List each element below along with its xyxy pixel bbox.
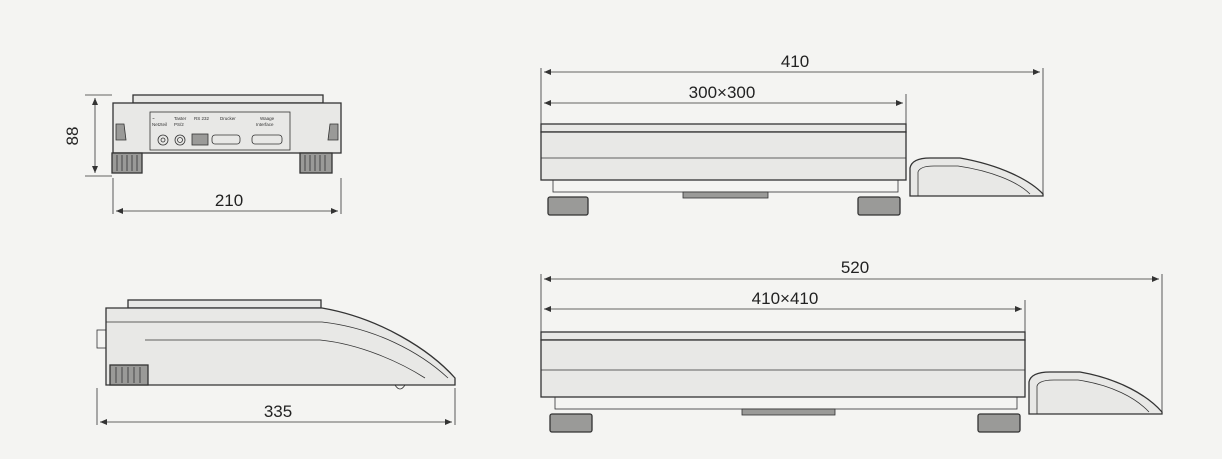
adjustable-foot-left — [547, 196, 589, 216]
scale-body — [540, 131, 907, 181]
weighing-pan — [540, 331, 1026, 341]
panel-label: RS 232 — [194, 116, 210, 121]
dimension-label-pan: 300×300 — [689, 83, 756, 102]
adjustable-foot-right — [977, 413, 1021, 433]
scale-body-side — [105, 307, 456, 386]
dimension-label-total: 520 — [841, 258, 869, 277]
panel-label: Waage — [260, 116, 275, 121]
ps2-socket — [174, 134, 186, 146]
side-view-300: 410 300×300 — [540, 52, 1044, 216]
side-latch-left — [115, 123, 127, 141]
scale-body — [540, 339, 1026, 398]
rear-connector — [96, 329, 107, 349]
front-foot — [394, 384, 406, 390]
display-terminal — [909, 157, 1044, 197]
display-terminal — [1028, 371, 1163, 415]
dimension-label-total: 410 — [781, 52, 809, 71]
scale-base — [552, 179, 899, 193]
adjustable-foot-left — [549, 413, 593, 433]
dimension-label-height: 88 — [63, 127, 82, 146]
scale-body-front — [112, 102, 342, 154]
weighing-pan — [132, 94, 324, 104]
scale-base — [554, 396, 1018, 410]
side-view-small: 335 — [96, 299, 456, 425]
power-socket — [157, 134, 169, 146]
panel-label: Interface — [256, 122, 274, 127]
weighing-pan — [540, 123, 907, 133]
sub-d-port-interface — [251, 134, 283, 145]
panel-label: Netzteil — [152, 122, 167, 127]
side-latch-right — [327, 123, 339, 141]
side-view-410: 520 410×410 — [540, 258, 1163, 433]
panel-label: Taster — [174, 116, 187, 121]
weighing-pan — [127, 299, 322, 309]
dimension-label-width: 210 — [215, 191, 243, 210]
connector-panel — [149, 111, 291, 151]
base-plate — [741, 408, 836, 416]
adjustable-foot-left — [111, 152, 143, 174]
panel-label: Drucker — [220, 116, 236, 121]
adjustable-foot-right — [299, 152, 333, 174]
sub-d-port-printer — [211, 134, 241, 145]
adjustable-foot-right — [857, 196, 901, 216]
dimension-label-pan: 410×410 — [752, 289, 819, 308]
adjustable-foot — [109, 364, 149, 386]
front-view: ~ Netzteil Taster PS/2 RS 232 Drucker Wa… — [63, 94, 342, 214]
panel-label: ~ — [152, 116, 155, 121]
panel-label: PS/2 — [174, 122, 184, 127]
dimension-label-length: 335 — [264, 402, 292, 421]
base-plate — [682, 191, 769, 199]
rs232-port — [191, 133, 209, 146]
